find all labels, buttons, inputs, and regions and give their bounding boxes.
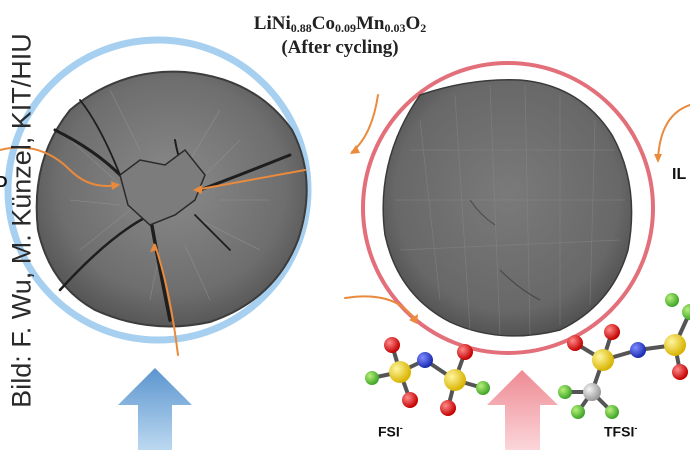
- compound-formula: LiNi0.88Co0.09Mn0.03O2: [253, 13, 427, 35]
- orange-arrows-left: [0, 146, 306, 356]
- red-ring: [361, 61, 655, 355]
- left-edge-text: D: [0, 174, 8, 191]
- blue-ring: [4, 36, 312, 344]
- figure-subtitle: (After cycling): [281, 37, 399, 58]
- figure-title: LiNi0.88Co0.09Mn0.03O2 (After cycling): [205, 12, 475, 60]
- intact-particle: [344, 61, 690, 355]
- tfsi-atoms: [558, 293, 690, 419]
- fsi-label: FSI-: [378, 423, 403, 440]
- tfsi-label: TFSI-: [604, 423, 638, 440]
- pink-up-arrow: [487, 370, 558, 450]
- cracked-particle: [0, 36, 312, 356]
- photo-credit: Bild: F. Wu, M. Künzel, KIT/HIU: [6, 33, 37, 408]
- intact-particle-body: [382, 79, 633, 337]
- blue-up-arrow: [118, 368, 192, 450]
- orange-arrowheads-left: [111, 181, 202, 252]
- fsi-atoms: [365, 337, 490, 416]
- orange-arrowheads-right: [350, 145, 662, 324]
- fine-cracks: [469, 199, 541, 301]
- right-edge-text: IL: [672, 166, 687, 183]
- tfsi-molecule: [565, 311, 690, 414]
